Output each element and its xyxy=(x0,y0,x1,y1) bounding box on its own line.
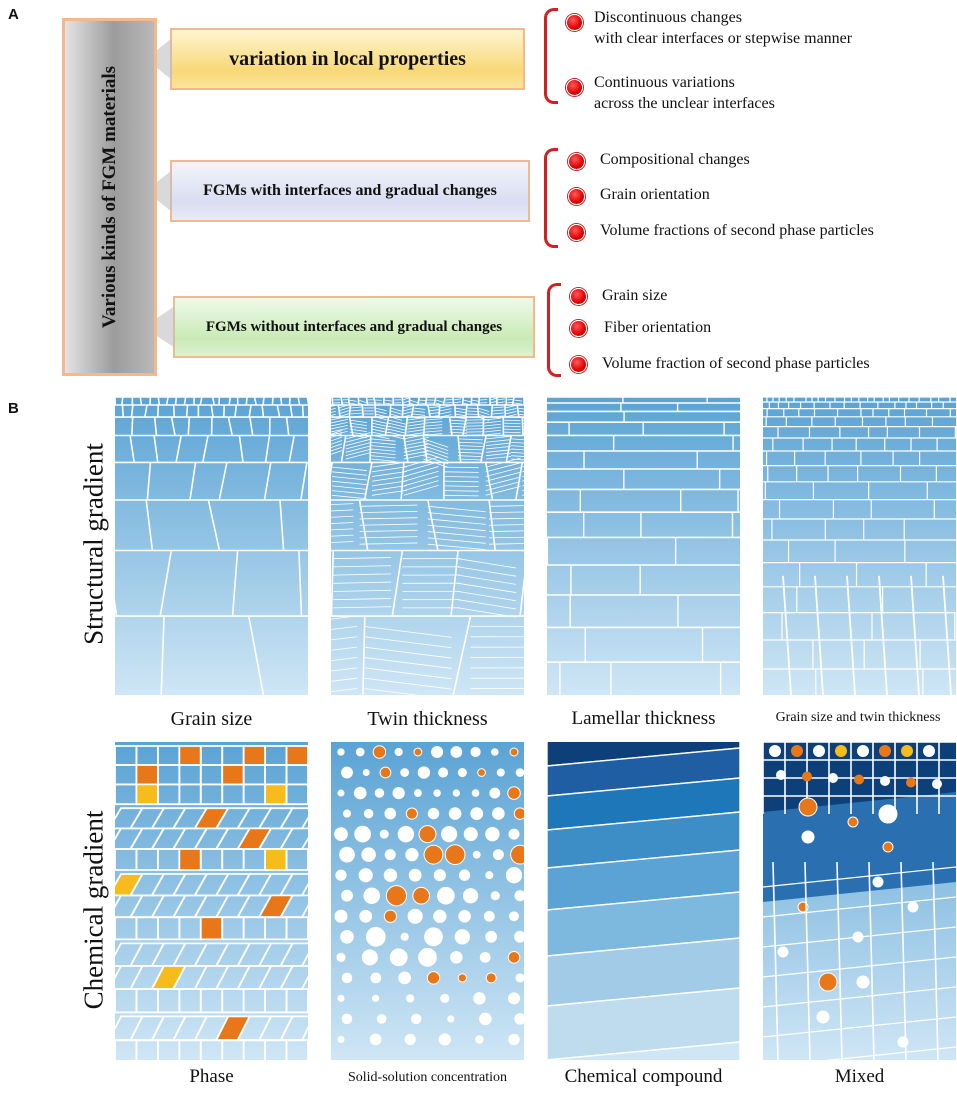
bullet-dot-icon xyxy=(566,14,583,31)
tile-grain-size-and-twin xyxy=(763,397,956,695)
category-label: FGMs with interfaces and gradual changes xyxy=(203,182,497,199)
category-label: FGMs without interfaces and gradual chan… xyxy=(205,318,503,335)
panel-a-label: A xyxy=(8,6,19,23)
row-label-chemical: Chemical gradient xyxy=(78,810,109,1010)
caption-lamellar-thickness: Lamellar thickness xyxy=(571,708,716,729)
fgm-kinds-box: Various kinds of FGM materials xyxy=(62,18,157,376)
bullet-dot-icon xyxy=(568,153,585,170)
item-compositional: Compositional changes xyxy=(600,151,750,168)
bullet-dot-icon xyxy=(570,320,587,337)
caption-grain-size: Grain size xyxy=(170,708,253,730)
item-discontinuous: Discontinuous changes with clear interfa… xyxy=(594,7,852,49)
item-volume-fractions: Volume fractions of second phase particl… xyxy=(600,222,874,239)
tile-phase xyxy=(115,742,308,1060)
caption-phase: Phase xyxy=(189,1066,234,1087)
item-text: Discontinuous changes with clear interfa… xyxy=(594,9,853,47)
caption-twin-thickness: Twin thickness xyxy=(367,708,488,730)
bracket-3 xyxy=(547,283,561,377)
category-box-without-interfaces: FGMs without interfaces and gradual chan… xyxy=(173,296,535,358)
tile-chemical-compound xyxy=(547,742,740,1060)
category-label: variation in local properties xyxy=(229,47,466,70)
bracket-2 xyxy=(544,148,558,248)
caption-mixed: Mixed xyxy=(834,1066,885,1087)
item-text: Continuous variations across the unclear… xyxy=(594,74,775,112)
caption-solid-solution: Solid-solution concentration xyxy=(347,1070,508,1085)
caption-chemical-compound: Chemical compound xyxy=(564,1066,723,1087)
bullet-dot-icon xyxy=(566,79,583,96)
bullet-dot-icon xyxy=(570,288,587,305)
item-volume-fraction: Volume fraction of second phase particle… xyxy=(602,355,870,372)
connector-lines xyxy=(157,38,175,348)
tile-lamellar-thickness xyxy=(547,397,740,695)
tile-twin-thickness xyxy=(331,397,524,695)
tile-mixed xyxy=(763,742,956,1060)
bullet-dot-icon xyxy=(568,224,585,241)
bracket-1 xyxy=(544,8,558,104)
category-box-with-interfaces: FGMs with interfaces and gradual changes xyxy=(170,160,530,222)
bullet-dot-icon xyxy=(568,188,585,205)
item-grain-size: Grain size xyxy=(602,287,668,304)
panel-b-label: B xyxy=(8,400,19,417)
row-label-structural: Structural gradient xyxy=(78,443,109,645)
item-continuous: Continuous variations across the unclear… xyxy=(594,72,775,114)
tile-grain-size xyxy=(115,397,308,695)
item-grain-orientation: Grain orientation xyxy=(600,186,710,203)
bullet-dot-icon xyxy=(570,356,587,373)
item-fiber-orientation: Fiber orientation xyxy=(604,319,712,336)
caption-grain-size-twin: Grain size and twin thickness xyxy=(775,710,941,725)
tile-solid-solution xyxy=(331,742,524,1060)
category-box-local-properties: variation in local properties xyxy=(170,28,525,90)
